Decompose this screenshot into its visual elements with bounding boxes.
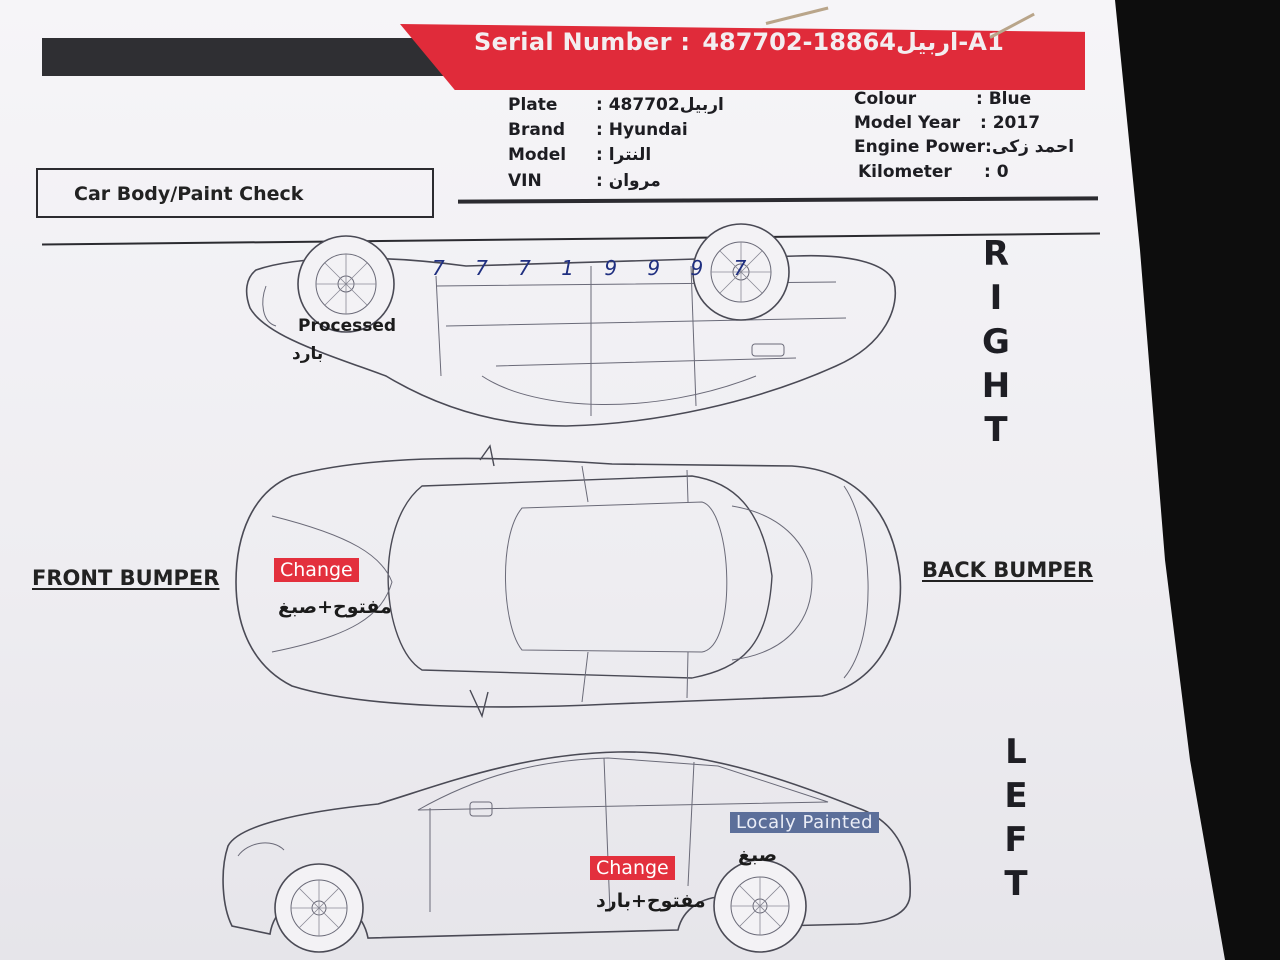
section-title: Car Body/Paint Check [74, 183, 304, 205]
back-bumper-label: BACK BUMPER [922, 558, 1094, 582]
hood-change-note: مفتوح+صبغ [278, 596, 392, 618]
info-value: احمد زكى [992, 137, 1075, 157]
hood-change-tag: Change [274, 558, 359, 582]
info-underline [457, 196, 1099, 204]
info-label: Kilometer [858, 162, 952, 182]
car-top-view-diagram [232, 446, 904, 716]
serial-label: Serial Number : [474, 28, 691, 56]
info-value: : النترا [596, 145, 652, 165]
processed-note: بارد [292, 344, 324, 364]
localy-painted-note: صبغ [738, 844, 778, 866]
info-label: Model Year [854, 113, 961, 133]
header-red-banner [400, 24, 1085, 90]
localy-painted-tag: Localy Painted [730, 812, 880, 833]
serial-number: Serial Number : اربيل18864-487702-A1 [474, 28, 1004, 56]
door-change-tag: Change [590, 856, 675, 880]
door-change-note: مفتوح+بارد [596, 890, 706, 912]
info-label: Brand [508, 120, 566, 140]
info-value: : اربيل487702 [596, 95, 724, 115]
info-label: Plate [508, 95, 558, 115]
front-bumper-label: FRONT BUMPER [32, 566, 220, 590]
handwritten-thickness-readings: 7 7 7 1 9 9 9 7 [432, 256, 759, 280]
info-label: Engine Power: [854, 137, 992, 157]
serial-value: اربيل18864-487702-A1 [702, 28, 1005, 56]
car-left-side-diagram [218, 746, 914, 960]
info-label: Model [508, 145, 567, 165]
staple-clip [765, 6, 829, 25]
section-title-box: Car Body/Paint Check [36, 168, 434, 218]
car-right-side-diagram [236, 226, 902, 432]
info-value: : مروان [596, 171, 661, 191]
info-value: : 0 [984, 162, 1009, 182]
info-value: : 2017 [980, 113, 1041, 133]
processed-label: Processed [298, 316, 397, 336]
info-label: VIN [508, 171, 542, 191]
header-dark-bar [42, 38, 462, 76]
info-value: : Blue [976, 89, 1032, 109]
info-label: Colour [854, 89, 917, 109]
info-value: : Hyundai [596, 120, 688, 140]
